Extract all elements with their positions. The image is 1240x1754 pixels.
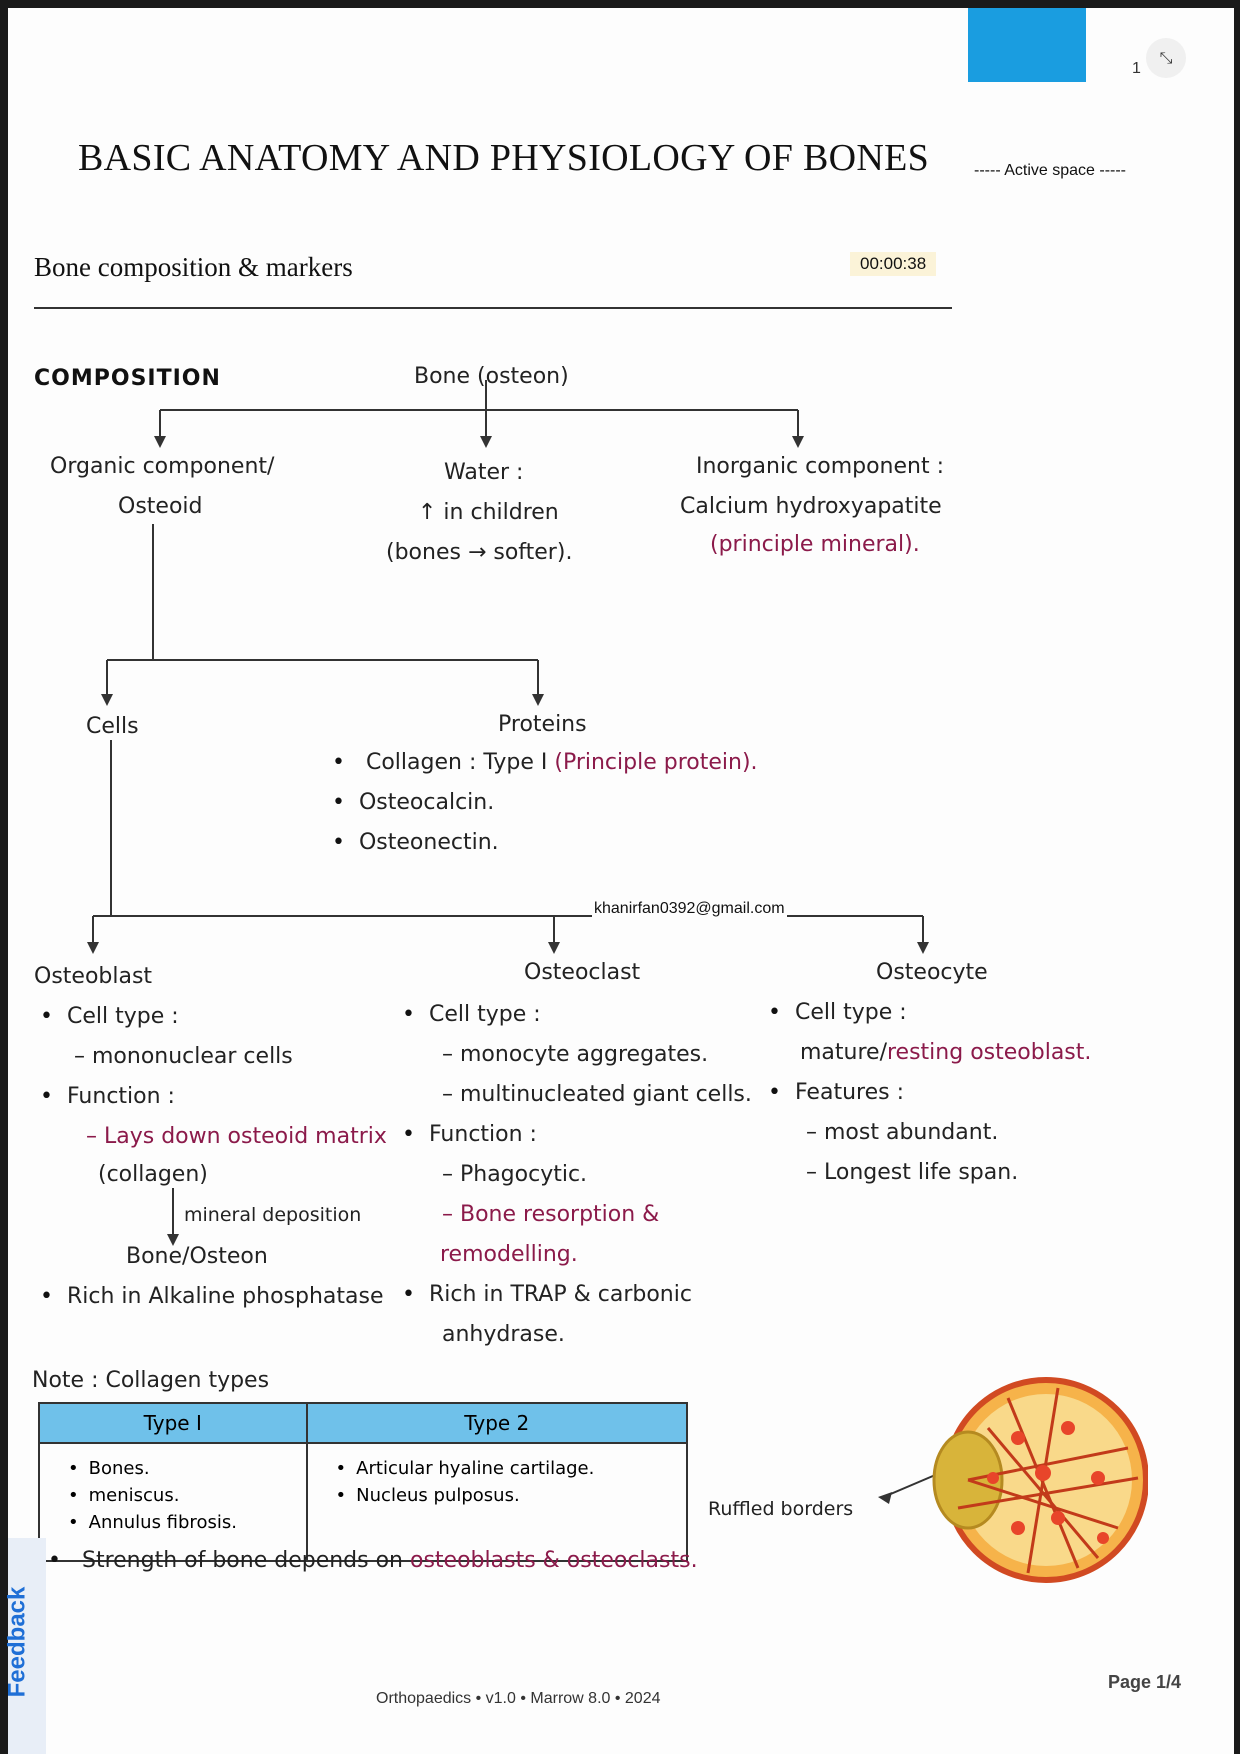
water-node-line1: Water :: [444, 460, 524, 485]
composition-heading: COMPOSITION: [34, 366, 221, 391]
collagen-table: Type I Type 2 Bones. meniscus. Annulus f…: [38, 1402, 689, 1562]
osteoblast-rich-label: Rich in Alkaline phosphatase: [66, 1284, 384, 1309]
bone-root-node: Bone (osteon): [414, 364, 569, 389]
ruffled-borders-label: Ruffled borders: [708, 1498, 854, 1520]
type1-item: Bones.: [68, 1458, 292, 1479]
osteoclast-rich: Rich in TRAP & carbonic: [402, 1282, 692, 1307]
inorganic-node-line1: Inorganic component :: [696, 454, 945, 479]
water-node-line3: (bones → softer).: [386, 540, 573, 565]
collagen-table-header-type2: Type 2: [305, 1402, 689, 1444]
organic-node-line1: Organic component/: [50, 454, 275, 479]
expand-icon[interactable]: ⤡: [1146, 38, 1186, 78]
protein-osteocalcin-label: Osteocalcin.: [358, 790, 495, 815]
osteocyte-feature1: – most abundant.: [806, 1120, 999, 1145]
type1-item: meniscus.: [68, 1485, 292, 1506]
collagen-table-wrap: Type I Type 2 Bones. meniscus. Annulus f…: [38, 1402, 689, 1562]
organic-node-line2: Osteoid: [118, 494, 203, 519]
osteoclast-rich-line2: anhydrase.: [442, 1322, 565, 1347]
protein-collagen-label: Collagen : Type I: [365, 750, 555, 775]
osteoblast-cell-type-value: – mononuclear cells: [74, 1044, 293, 1069]
inorganic-node-line3: (principle mineral).: [710, 532, 920, 557]
osteoclast-cell-type-value2: – multinucleated giant cells.: [442, 1082, 752, 1107]
page: 1 ⤡ BASIC ANATOMY AND PHYSIOLOGY OF BONE…: [3, 8, 1234, 1754]
top-blue-tab[interactable]: [968, 8, 1086, 82]
osteocyte-cell-type-label: Cell type :: [794, 1000, 907, 1025]
protein-collagen-note: (Principle protein).: [554, 750, 758, 775]
osteoblast-cell-type-label: Cell type :: [66, 1004, 179, 1029]
osteocyte-cell-type-value: mature/resting osteoblast.: [800, 1040, 1091, 1065]
type2-item: Articular hyaline cartilage.: [336, 1458, 672, 1479]
osteoclast-illustration: [932, 1377, 1148, 1583]
osteoclast-function-value1: – Phagocytic.: [442, 1162, 588, 1187]
osteoblast-mineral-deposition: mineral deposition: [184, 1204, 362, 1226]
osteoblast-title: Osteoblast: [34, 964, 153, 989]
osteocyte-cell-type: Cell type :: [768, 1000, 907, 1025]
osteoblast-function-value: – Lays down osteoid matrix: [86, 1124, 387, 1149]
osteoclast-function: Function :: [402, 1122, 537, 1147]
email-watermark: khanirfan0392@gmail.com: [592, 900, 787, 918]
protein-osteonectin-label: Osteonectin.: [358, 830, 499, 855]
proteins-node: Proteins: [498, 712, 587, 737]
feedback-label[interactable]: Feedback: [3, 1586, 31, 1698]
collagen-table-cell-type2: Articular hyaline cartilage. Nucleus pul…: [305, 1442, 689, 1562]
osteoclast-cell-type-label: Cell type :: [428, 1002, 541, 1027]
osteocyte-title: Osteocyte: [876, 960, 988, 985]
osteocyte-cell-type-a: mature/: [800, 1040, 887, 1065]
type1-item: Annulus fibrosis.: [68, 1512, 292, 1533]
footer-page: Page 1/4: [1108, 1672, 1182, 1692]
section-title: Bone composition & markers: [34, 252, 353, 282]
osteoblast-function: Function :: [40, 1084, 175, 1109]
osteocyte-cell-type-b: resting osteoblast.: [887, 1040, 1092, 1065]
protein-item-osteocalcin: Osteocalcin.: [332, 790, 494, 815]
strength-statement: Strength of bone depends on osteoblasts …: [48, 1548, 698, 1573]
strength-text-a: Strength of bone depends on: [81, 1548, 410, 1573]
osteoblast-function-label: Function :: [66, 1084, 175, 1109]
collagen-table-header-type1: Type I: [38, 1402, 308, 1444]
cells-node: Cells: [86, 714, 139, 739]
page-title: BASIC ANATOMY AND PHYSIOLOGY OF BONES: [78, 137, 930, 179]
osteoblast-rich: Rich in Alkaline phosphatase: [40, 1284, 384, 1309]
osteocyte-feature2: – Longest life span.: [806, 1160, 1019, 1185]
osteoblast-cell-type: Cell type :: [40, 1004, 179, 1029]
protein-item-osteonectin: Osteonectin.: [332, 830, 499, 855]
strength-text-b: osteoblasts & osteoclasts.: [410, 1548, 698, 1573]
section-underline: [34, 307, 952, 309]
osteoblast-result: Bone/Osteon: [126, 1244, 268, 1269]
corner-page-number: 1: [1132, 60, 1141, 77]
inorganic-node-line2: Calcium hydroxyapatite: [680, 494, 942, 519]
note-label: Note : Collagen types: [32, 1368, 270, 1393]
water-node-line2: ↑ in children: [418, 500, 559, 525]
footer-center: Orthopaedics • v1.0 • Marrow 8.0 • 2024: [376, 1690, 661, 1707]
section-timer: 00:00:38: [850, 252, 937, 276]
osteoclast-cell-type-value1: – monocyte aggregates.: [442, 1042, 709, 1067]
active-space-label: ----- Active space -----: [974, 162, 1126, 179]
osteoclast-title: Osteoclast: [524, 960, 641, 985]
feedback-tab[interactable]: [8, 1538, 46, 1754]
protein-item-collagen: Collagen : Type I (Principle protein).: [332, 750, 758, 775]
osteoblast-collagen: (collagen): [98, 1162, 208, 1187]
osteoclast-function-label: Function :: [428, 1122, 537, 1147]
osteoclast-cell-type: Cell type :: [402, 1002, 541, 1027]
type2-item: Nucleus pulposus.: [336, 1485, 672, 1506]
osteocyte-features-label: Features :: [794, 1080, 904, 1105]
collagen-table-cell-type1: Bones. meniscus. Annulus fibrosis.: [38, 1442, 308, 1562]
osteocyte-features: Features :: [768, 1080, 904, 1105]
osteoclast-function-value3: remodelling.: [440, 1242, 578, 1267]
osteoclast-function-value2: – Bone resorption &: [442, 1202, 660, 1227]
osteoclast-rich-label: Rich in TRAP & carbonic: [428, 1282, 692, 1307]
